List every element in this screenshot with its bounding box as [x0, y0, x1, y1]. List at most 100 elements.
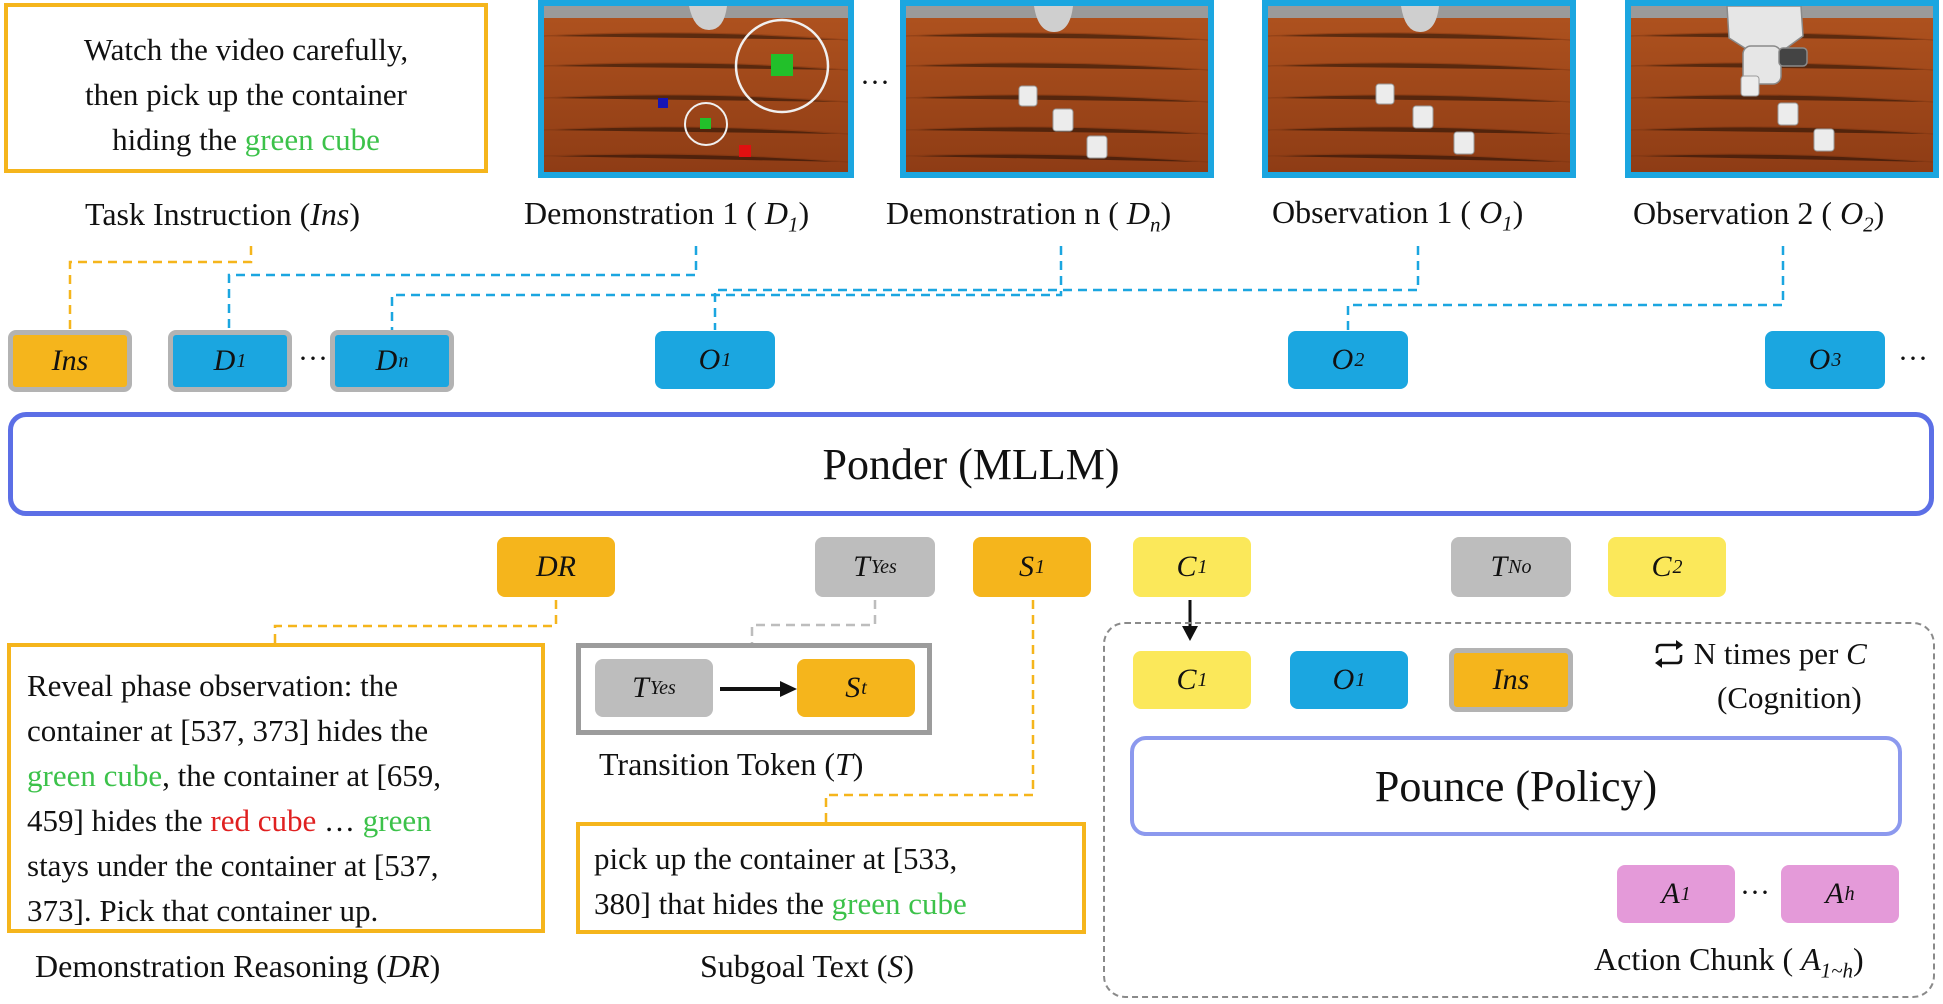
- caption-text: Observation 2 (: [1633, 195, 1833, 231]
- token-ins: Ins: [8, 330, 132, 392]
- task-instruction-box: Watch the video carefully, then pick up …: [4, 3, 488, 173]
- token-symbol: T: [853, 550, 870, 583]
- caption-text: ): [349, 196, 361, 232]
- policy-token-ins: Ins: [1449, 648, 1573, 712]
- action-chunk-caption: Action Chunk ( A1~h): [1594, 941, 1864, 983]
- token-dr: DR: [497, 537, 615, 597]
- token-symbol: O: [1808, 343, 1831, 376]
- caption-subscript: 2: [1863, 212, 1874, 237]
- subgoal-text-caption: Subgoal Text (S): [700, 948, 914, 985]
- reasoning-green-cube: green cube: [27, 758, 163, 793]
- reasoning-text: 459] hides the: [27, 803, 211, 838]
- reasoning-line-3: green cube, the container at [659,: [27, 753, 541, 798]
- caption-text: Transition Token (: [599, 746, 835, 782]
- token-symbol: A: [1661, 877, 1680, 910]
- subgoal-line-1: pick up the container at [533,: [594, 841, 958, 876]
- token-ellipsis-o: ···: [1898, 342, 1928, 375]
- caption-symbol: Ins: [310, 196, 350, 232]
- transition-arrow: [720, 681, 797, 697]
- caption-text: ): [798, 195, 810, 231]
- ponder-label: Ponder (MLLM): [822, 439, 1120, 489]
- token-subscript: 1: [1197, 555, 1208, 578]
- token-symbol: O: [1331, 343, 1354, 376]
- demonstration-reasoning-caption: Demonstration Reasoning (DR): [35, 948, 440, 985]
- caption-symbol: O: [1479, 194, 1503, 230]
- token-subscript: Yes: [649, 676, 676, 699]
- caption-text: Demonstration Reasoning (: [35, 948, 387, 984]
- token-symbol: S: [845, 671, 861, 704]
- token-subscript: 1: [236, 349, 247, 372]
- obs2-connector: [1346, 246, 1785, 330]
- caption-text: ): [1160, 195, 1172, 231]
- observation-1-caption: Observation 1 ( O1): [1272, 194, 1523, 236]
- instruction-line-1: Watch the video carefully,: [83, 32, 409, 67]
- reasoning-line-6: 373]. Pick that container up.: [27, 893, 379, 928]
- token-ellipsis-d: ···: [298, 342, 328, 375]
- token-subscript: t: [861, 676, 867, 699]
- reasoning-line-1: Reveal phase observation: the: [27, 668, 399, 703]
- caption-text: ): [1512, 194, 1524, 230]
- caption-text: Subgoal Text (: [700, 948, 888, 984]
- caption-subscript: n: [1149, 212, 1161, 237]
- demo1-connector: [227, 246, 698, 330]
- policy-region: [1103, 622, 1935, 998]
- caption-subscript: 1: [787, 212, 799, 237]
- token-subscript: No: [1508, 555, 1532, 578]
- token-subscript: 1: [1680, 882, 1691, 905]
- token-subscript: 1: [1035, 555, 1045, 578]
- instruction-connector: [68, 246, 253, 330]
- token-symbol: T: [632, 671, 649, 704]
- repeat-icon: [1652, 640, 1686, 676]
- pounce-label: Pounce (Policy): [1374, 761, 1658, 811]
- instruction-green-cube: green cube: [244, 122, 380, 157]
- caption-symbol: D: [764, 195, 788, 231]
- frame-ellipsis: ···: [860, 66, 890, 99]
- obs1-connector: [713, 246, 1420, 330]
- caption-symbol: T: [835, 746, 853, 782]
- reasoning-text: , the container at [659,: [162, 758, 442, 793]
- token-subscript: 3: [1831, 348, 1842, 371]
- transition-token-box: [576, 643, 932, 735]
- caption-subscript: 1: [1502, 211, 1513, 236]
- demon-connector: [390, 246, 1063, 330]
- reasoning-green-word: green: [362, 803, 432, 838]
- caption-text: Demonstration n (: [886, 195, 1119, 231]
- loop-text: N times per: [1693, 636, 1839, 671]
- c1-arrow: [1182, 600, 1198, 641]
- caption-text: ): [852, 746, 864, 782]
- caption-text: ): [429, 948, 441, 984]
- subgoal-green-cube: green cube: [831, 886, 967, 921]
- pounce-policy-box: Pounce (Policy): [1130, 736, 1902, 836]
- token-symbol: O: [1332, 663, 1355, 696]
- task-instruction-caption: Task Instruction (Ins): [85, 196, 360, 233]
- ponder-mllm-box: Ponder (MLLM): [8, 412, 1934, 516]
- observation-1-frame: [1262, 0, 1576, 178]
- caption-text: ): [903, 948, 915, 984]
- observation-2-frame: [1625, 0, 1939, 178]
- caption-symbol: S: [887, 948, 904, 984]
- reasoning-line-5: stays under the container at [537,: [27, 848, 439, 883]
- reasoning-line-2: container at [537, 373] hides the: [27, 713, 429, 748]
- transition-token-caption: Transition Token (T): [599, 746, 863, 783]
- loop-cognition: (Cognition): [1717, 680, 1862, 715]
- token-subscript: 1: [1197, 668, 1208, 691]
- instruction-line-3-prefix: hiding the: [112, 122, 237, 157]
- caption-text: Demonstration 1 (: [524, 195, 757, 231]
- caption-symbol: A: [1801, 941, 1821, 977]
- instruction-line-3: hiding the green cube: [8, 117, 484, 162]
- token-symbol: D: [375, 344, 398, 377]
- caption-text: ): [1853, 941, 1864, 977]
